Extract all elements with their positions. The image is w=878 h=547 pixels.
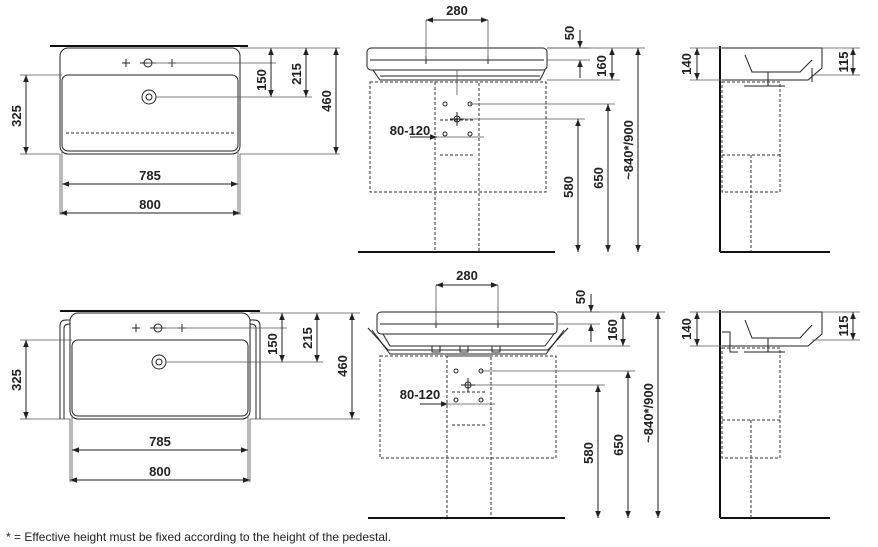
dim-115: 115 bbox=[836, 52, 851, 73]
dim-115: 115 bbox=[836, 316, 851, 337]
front-elevation-bottom: 280 50 160 80-120 580 650 ~840*/900 bbox=[367, 268, 665, 519]
dim-150: 150 bbox=[265, 333, 280, 355]
dim-580: 580 bbox=[581, 442, 596, 464]
dim-785: 785 bbox=[139, 168, 161, 183]
dim-80-120: 80-120 bbox=[390, 123, 430, 138]
footnote: * = Effective height must be fixed accor… bbox=[6, 530, 392, 544]
tap-hole-marks bbox=[132, 323, 287, 333]
dim-840: ~840*/900 bbox=[641, 383, 656, 443]
side-elevation-top: 140 115 bbox=[679, 46, 860, 253]
dim-140: 140 bbox=[679, 318, 694, 340]
dim-140: 140 bbox=[679, 53, 694, 75]
dim-80-120: 80-120 bbox=[400, 387, 440, 402]
dim-840: ~840*/900 bbox=[621, 120, 636, 180]
drain-icon bbox=[141, 89, 312, 105]
dim-650: 650 bbox=[591, 167, 606, 189]
plan-view-top: 150 215 460 325 785 800 bbox=[9, 45, 340, 216]
dim-215: 215 bbox=[289, 63, 304, 85]
dim-325: 325 bbox=[9, 105, 24, 127]
dim-215: 215 bbox=[300, 327, 315, 349]
dim-325: 325 bbox=[9, 369, 24, 391]
dim-800: 800 bbox=[149, 464, 171, 479]
front-elevation-top: 280 50 160 80-120 580 650 ~840*/900 bbox=[358, 3, 645, 253]
tap-hole-marks bbox=[122, 58, 276, 68]
dim-785: 785 bbox=[149, 434, 171, 449]
dim-800: 800 bbox=[139, 197, 161, 212]
dim-280: 280 bbox=[456, 268, 478, 283]
dim-460: 460 bbox=[319, 90, 334, 112]
dim-50: 50 bbox=[573, 290, 588, 304]
dim-650: 650 bbox=[611, 434, 626, 456]
connection-marks bbox=[422, 56, 492, 137]
dim-160: 160 bbox=[605, 319, 620, 341]
dim-150: 150 bbox=[254, 69, 269, 91]
dim-460: 460 bbox=[335, 355, 350, 377]
dim-160: 160 bbox=[594, 55, 609, 77]
drain-icon bbox=[151, 354, 323, 370]
dim-580: 580 bbox=[561, 176, 576, 198]
side-elevation-bottom: 140 115 bbox=[679, 310, 860, 519]
plan-view-bottom: 150 215 460 325 785 800 bbox=[9, 310, 360, 483]
dim-50: 50 bbox=[562, 26, 577, 40]
dim-280: 280 bbox=[446, 3, 468, 18]
